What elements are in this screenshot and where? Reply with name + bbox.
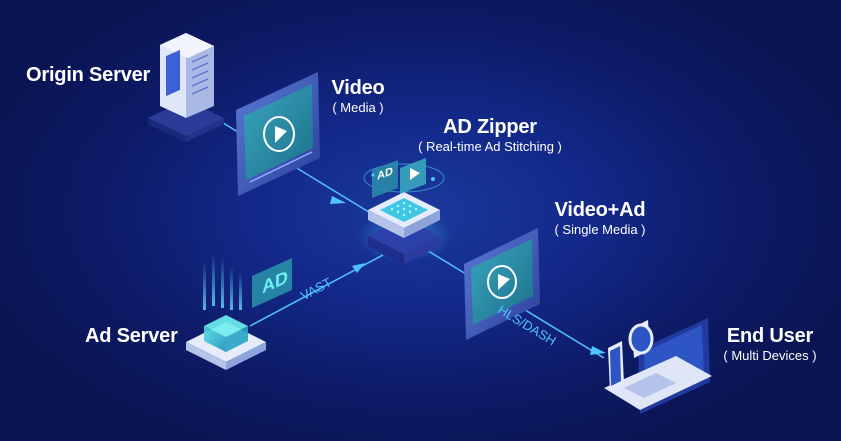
ad-zipper-label: AD Zipper <box>443 116 537 138</box>
end-user-subtitle: ( Multi Devices ) <box>723 348 817 363</box>
video-ad-subtitle: ( Single Media ) <box>554 222 646 237</box>
ad-cube-icon <box>186 254 266 370</box>
video-ad-label: Video+Ad <box>554 199 646 221</box>
zipper-cards <box>363 158 445 198</box>
ad-zipper-subtitle: ( Real-time Ad Stitching ) <box>418 139 562 154</box>
laptop-icon <box>604 318 712 414</box>
connection-adserver-to-zipper <box>249 254 384 327</box>
server-icon <box>148 33 224 142</box>
origin-server-label: Origin Server <box>26 64 151 86</box>
ad-server-label: Ad Server <box>85 325 178 347</box>
video-subtitle: ( Media ) <box>332 100 384 115</box>
phone-icon <box>608 341 624 391</box>
video-label: Video <box>331 77 385 99</box>
video-ad-player-icon <box>464 228 540 340</box>
end-user-label: End User <box>726 325 814 347</box>
watch-icon <box>628 320 654 358</box>
stack-icon <box>357 192 453 264</box>
ad-card-icon <box>252 258 292 308</box>
video-player-icon <box>236 72 320 196</box>
